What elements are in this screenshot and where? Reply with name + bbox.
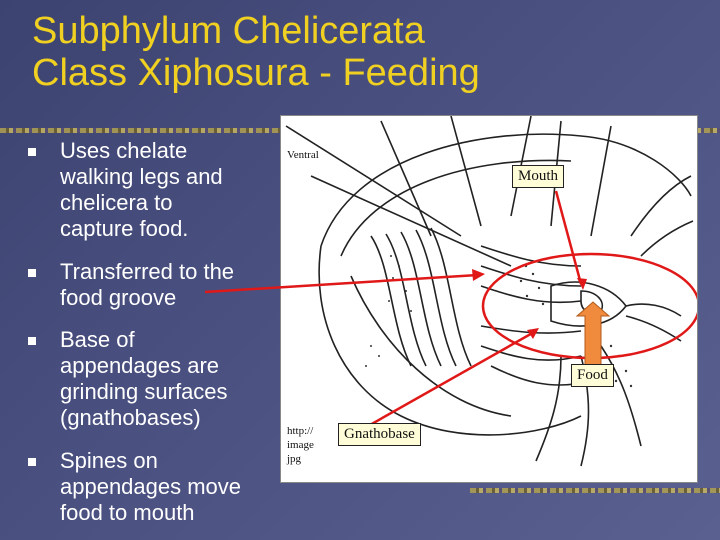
bullet-line: Base of — [60, 327, 135, 352]
bullet-line: (gnathobases) — [60, 405, 201, 430]
title-line-2: Class Xiphosura - Feeding — [32, 52, 480, 94]
title-line-1: Subphylum Chelicerata — [32, 10, 425, 52]
bullet-line: food groove — [60, 285, 177, 310]
bullet-line: chelicera to — [60, 190, 173, 215]
gnathobase-callout: Gnathobase — [338, 423, 421, 446]
bullet-line: capture food. — [60, 216, 189, 241]
source-line: http:// — [287, 425, 314, 437]
food-arrow-icon — [575, 301, 611, 367]
bullet-line: Transferred to the — [60, 259, 235, 284]
source-line: jpg — [287, 453, 302, 465]
bullet-square-icon — [28, 458, 36, 466]
bullet-line: Spines on — [60, 448, 158, 473]
mouth-callout: Mouth — [512, 165, 565, 188]
decorative-divider-bottom — [470, 488, 720, 493]
ventral-label: Ventral — [287, 149, 319, 161]
food-callout: Food — [571, 364, 614, 387]
source-line: image — [287, 439, 314, 451]
bullet-square-icon — [28, 269, 36, 277]
bullet-line: Uses chelate — [60, 138, 188, 163]
bullet-line: appendages move — [60, 474, 242, 499]
bullet-line: appendages are — [60, 353, 220, 378]
bullet-line: walking legs and — [60, 164, 223, 189]
bullet-line: grinding surfaces — [60, 379, 228, 404]
bullet-square-icon — [28, 148, 36, 156]
anatomy-sketch — [285, 115, 701, 467]
slide-title: Subphylum Chelicerata Class Xiphosura - … — [32, 10, 692, 94]
xiphosura-ventral-diagram: Ventral http:// image jpg — [280, 115, 701, 483]
image-source-label: http:// image jpg — [287, 424, 314, 466]
bullet-line: food to mouth — [60, 500, 195, 525]
bullet-square-icon — [28, 337, 36, 345]
